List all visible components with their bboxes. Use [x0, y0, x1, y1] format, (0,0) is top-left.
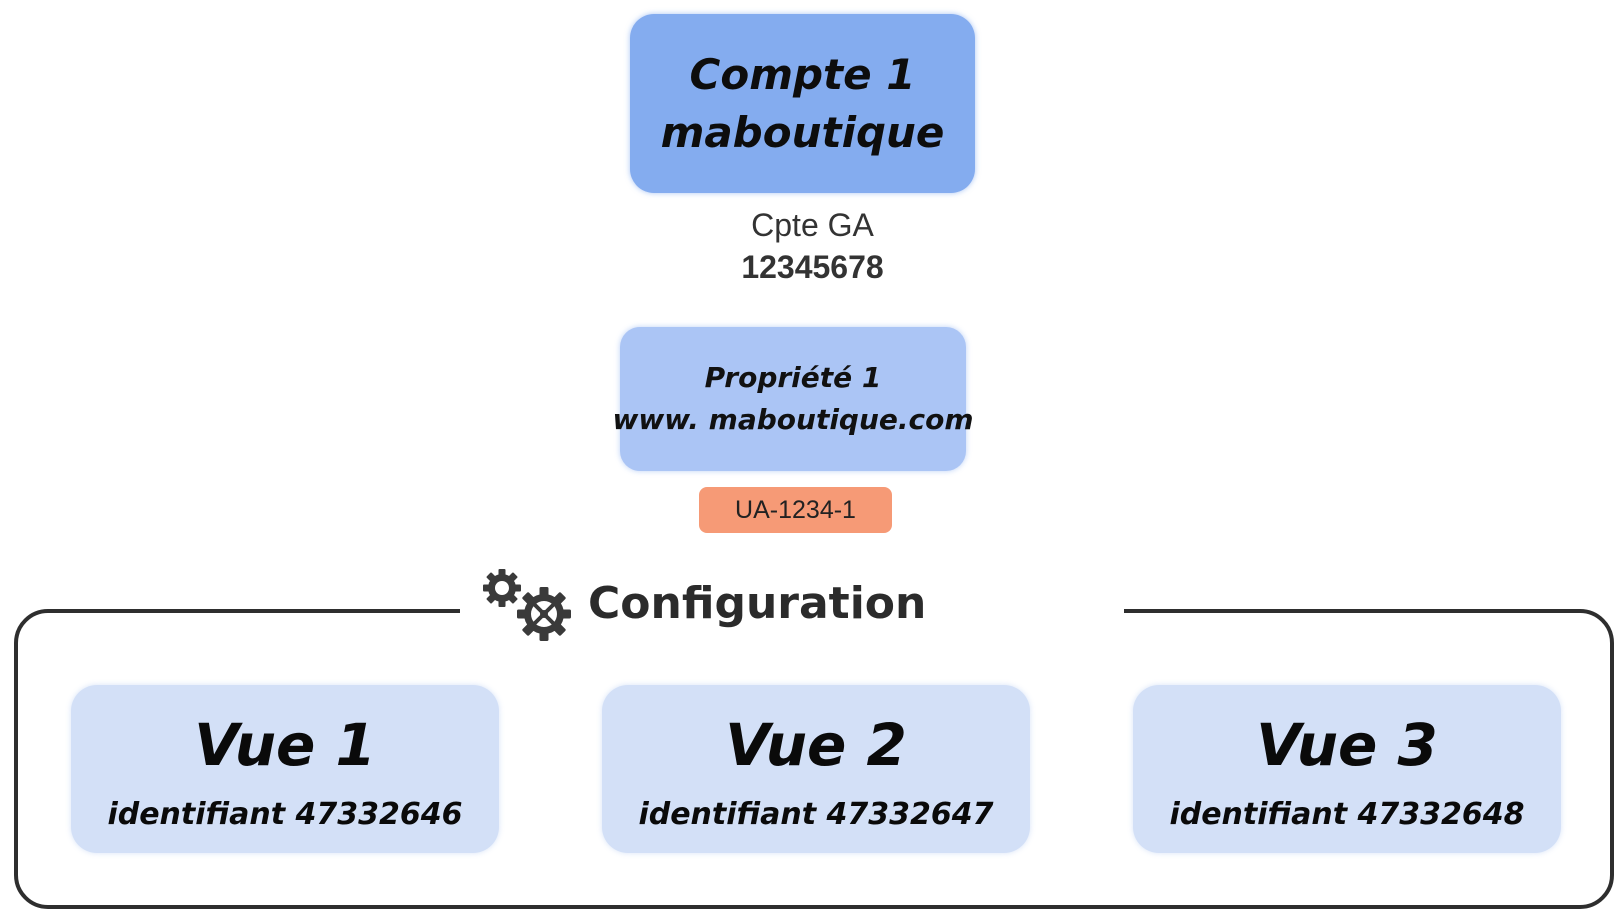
view-id: identifiant 47332646: [107, 797, 463, 832]
account-subtitle: maboutique: [660, 107, 945, 157]
view-title: Vue 1: [194, 711, 376, 779]
view-id: identifiant 47332647: [638, 797, 994, 832]
view-box-1: Vue 1 identifiant 47332646: [71, 685, 499, 853]
gears-icon: [483, 569, 571, 641]
view-box-2: Vue 2 identifiant 47332647: [602, 685, 1030, 853]
account-box: Compte 1 maboutique: [630, 14, 975, 193]
view-box-3: Vue 3 identifiant 47332648: [1133, 685, 1561, 853]
account-name: Compte 1: [689, 49, 916, 99]
view-title: Vue 3: [1256, 711, 1438, 779]
tracking-id-badge: UA-1234-1: [699, 487, 892, 533]
view-title: Vue 2: [725, 711, 907, 779]
small-gear-icon: [483, 569, 521, 607]
property-url: www. maboutique.com: [612, 403, 974, 436]
ga-account-number: 12345678: [741, 249, 884, 285]
ga-account-title: Cpte GA: [751, 207, 874, 243]
large-gear-icon: [517, 587, 571, 641]
view-id: identifiant 47332648: [1169, 797, 1525, 832]
property-box: Propriété 1 www. maboutique.com: [612, 327, 974, 471]
ga-account-label: Cpte GA 12345678: [700, 204, 925, 288]
property-name: Propriété 1: [704, 361, 882, 394]
configuration-title: Configuration: [588, 578, 927, 629]
